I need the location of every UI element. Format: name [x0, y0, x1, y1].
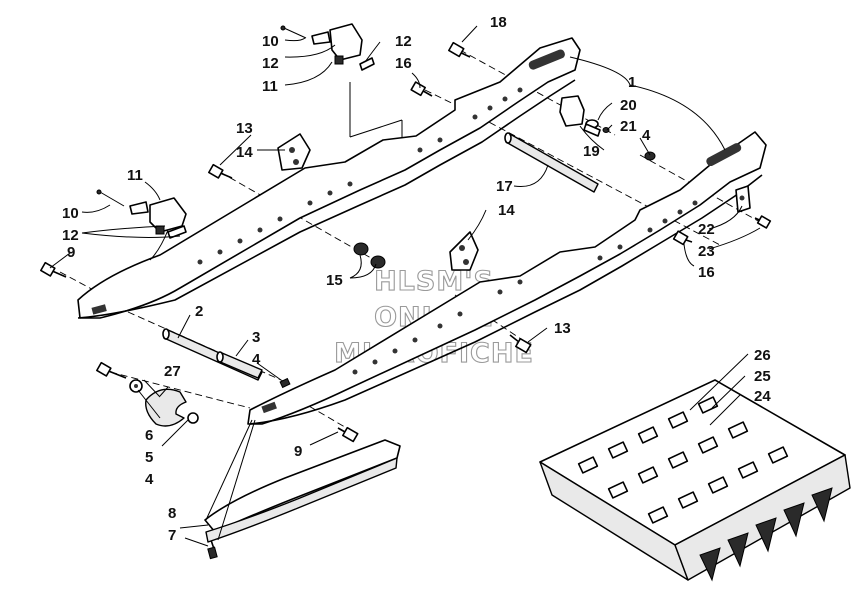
screw-7 [207, 539, 218, 560]
bolt-18 [448, 41, 471, 58]
callout-23: 23 [698, 243, 715, 260]
callout-18: 18 [490, 14, 507, 31]
callout-5: 5 [145, 449, 153, 466]
front-skid-rail [247, 131, 767, 425]
callout-10-upper: 10 [262, 33, 279, 50]
callout-12-lower: 12 [62, 227, 79, 244]
spacer-19 [559, 95, 585, 127]
callout-11-lower: 11 [127, 167, 143, 184]
callout-13-upper: 13 [236, 120, 253, 137]
callout-25: 25 [754, 368, 771, 385]
nut-21 [602, 127, 610, 133]
callout-15: 15 [326, 272, 343, 289]
callout-2: 2 [195, 303, 203, 320]
callout-4-upper: 4 [642, 127, 651, 144]
callout-22: 22 [698, 221, 715, 238]
callout-9-lower: 9 [294, 443, 302, 460]
mount-brackets [277, 133, 479, 271]
bumper-cap-27 [145, 388, 187, 427]
cross-shafts [162, 132, 599, 381]
callout-4-mid: 4 [252, 351, 261, 368]
nut-4-lower [187, 412, 199, 424]
callout-13-lower: 13 [554, 320, 571, 337]
rear-rail-holes [197, 87, 523, 265]
callout-4-lower: 4 [145, 471, 154, 488]
bolt-9-lower [337, 426, 359, 443]
callout-16-lower: 16 [698, 264, 715, 281]
callout-9-upper: 9 [67, 244, 75, 261]
wear-strip-8 [204, 439, 401, 543]
callout-16-upper: 16 [395, 55, 412, 72]
nut-4-upper [644, 151, 656, 161]
callout-27: 27 [164, 363, 181, 380]
bolt-16-upper [410, 81, 433, 97]
bushing-20 [583, 119, 601, 137]
callout-1: 1 [628, 74, 636, 91]
callout-7: 7 [168, 527, 176, 544]
bolt-23 [754, 215, 772, 229]
callout-17: 17 [496, 178, 513, 195]
leader-lines [49, 25, 761, 547]
callout-12-upper-right: 12 [395, 33, 412, 50]
callout-24: 24 [754, 388, 771, 405]
callout-14-upper: 14 [236, 144, 253, 161]
hardware [40, 41, 772, 560]
bolt-13-upper [208, 163, 233, 179]
callout-10-lower: 10 [62, 205, 79, 222]
rear-skid-rail [77, 37, 581, 319]
nuts-15 [353, 242, 386, 269]
washer-5 [129, 379, 143, 393]
bolt-6 [96, 361, 127, 379]
callout-14-lower: 14 [498, 202, 515, 219]
bolt-9-upper [40, 261, 67, 278]
callout-19: 19 [583, 143, 600, 160]
callout-3: 3 [252, 329, 260, 346]
track-assembly [539, 379, 851, 582]
latch-upper [280, 23, 375, 71]
callout-8: 8 [168, 505, 176, 522]
track-lugs [699, 487, 833, 582]
bolt-13-lower [509, 334, 532, 354]
callout-26: 26 [754, 347, 771, 364]
callout-6: 6 [145, 427, 153, 444]
bracket-22 [735, 185, 751, 213]
callout-20: 20 [620, 97, 637, 114]
latch-lower [96, 189, 187, 239]
callout-11-upper: 11 [262, 78, 278, 95]
bolt-16-lower [672, 230, 693, 246]
front-rail-holes [352, 200, 698, 375]
callout-21: 21 [620, 118, 637, 135]
nut-4-mid [279, 377, 291, 389]
callout-12-upper-left: 12 [262, 55, 279, 72]
track-clips [577, 396, 789, 524]
callouts: 1 2 3 4 4 4 5 6 7 8 9 9 10 10 11 11 12 1… [62, 14, 771, 544]
